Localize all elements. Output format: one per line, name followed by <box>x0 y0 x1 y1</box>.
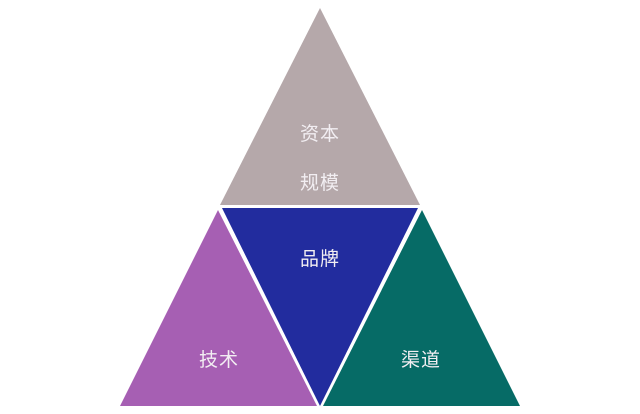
center-triangle <box>222 208 418 406</box>
right-label: 渠道 <box>400 349 442 371</box>
left-label: 技术 <box>198 349 240 371</box>
top-triangle <box>220 8 420 205</box>
right-triangle <box>323 210 520 406</box>
top-label-line2: 规模 <box>299 172 341 194</box>
top-label-line1: 资本 <box>299 123 341 145</box>
center-label: 品牌 <box>299 248 341 270</box>
left-triangle <box>120 210 317 406</box>
